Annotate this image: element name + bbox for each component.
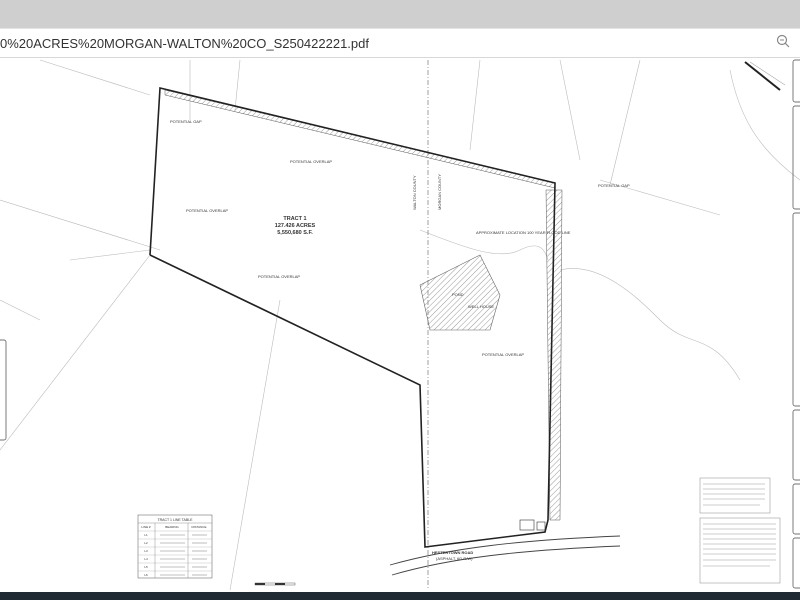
browser-top-bar [0,0,800,28]
taskbar [0,592,800,600]
road-name: HESTERTOWN ROAD [432,550,473,555]
left-panel [0,339,7,441]
tract-sf: 5,550,680 S.F. [277,230,313,236]
line-table: TRACT 1 LINE TABLE LINE # BEARING DISTAN… [137,514,213,579]
line-table-title: TRACT 1 LINE TABLE [157,518,193,522]
line-table-header: BEARING [165,525,179,529]
potential-gap-right: POTENTIAL GAP [598,183,630,188]
file-name: 0%20ACRES%20MORGAN-WALTON%20CO_S25042222… [0,36,369,51]
hestertown-road [389,535,621,576]
north-arrow [744,61,786,91]
overlap-right-label: POTENTIAL OVERLAP [482,352,524,357]
line-table-cell: L3 [144,549,148,553]
line-table-header: DISTANCE [192,525,207,529]
well-house-label: WELL HOUSE [468,304,494,309]
line-table-cell: L2 [144,541,148,545]
flood-label: APPROXIMATE LOCATION 100 YEAR FLOOD LINE [476,230,571,235]
tract-boundary [149,86,556,548]
background-lines [0,59,800,591]
surveyor-notes [699,477,781,584]
well-house-structure [519,519,535,531]
line-table-cell: L5 [144,565,148,569]
line-table-cell: L6 [144,573,148,577]
potential-gap-left: POTENTIAL GAP [170,119,202,124]
walton-county-label: WALTON COUNTY [412,175,417,210]
pond-label: POND [452,292,464,297]
tract-acres: 127.426 ACRES [275,223,316,229]
overlap-left-label: POTENTIAL OVERLAP [186,208,228,213]
line-table-cell: L1 [144,533,148,537]
line-table-header: LINE # [141,525,151,529]
line-table-cell: L4 [144,557,148,561]
title-block [792,59,800,589]
survey-plat: TRACT 1 127.426 ACRES 5,550,680 S.F. HES… [0,59,800,591]
tract-title: TRACT 1 [283,216,306,222]
pond-area [419,254,501,331]
overlap-top-strip [164,89,556,189]
structure [536,521,546,531]
road-sub: (ASPHALT, 60' R/W) [436,556,473,561]
overlap-mid-label: POTENTIAL OVERLAP [258,274,300,279]
overlap-top-label: POTENTIAL OVERLAP [290,159,332,164]
scale-bar [254,582,296,586]
morgan-county-label: MORGAN COUNTY [437,174,442,210]
pdf-page[interactable]: TRACT 1 127.426 ACRES 5,550,680 S.F. HES… [0,58,800,592]
zoom-out-icon[interactable] [774,34,792,52]
pdf-toolbar: 0%20ACRES%20MORGAN-WALTON%20CO_S25042222… [0,28,800,58]
